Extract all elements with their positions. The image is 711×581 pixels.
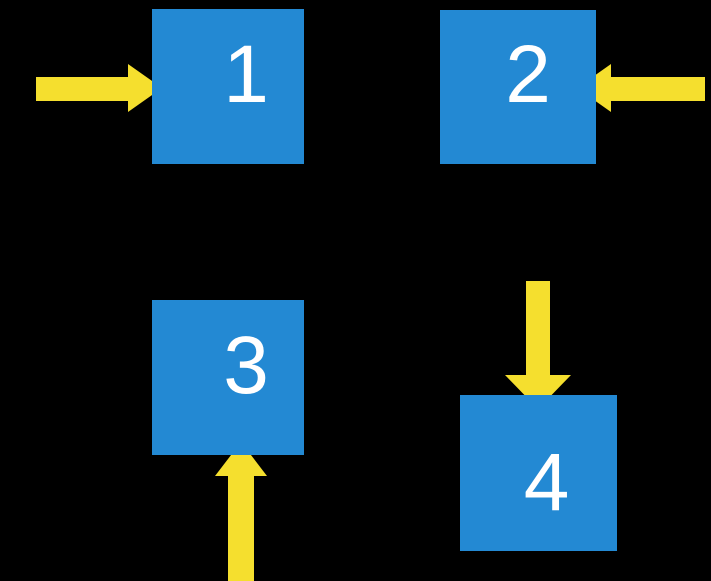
node-1-label: 1	[223, 28, 269, 120]
node-4-label: 4	[523, 437, 570, 528]
diagram-node-2[interactable]: 2	[440, 10, 596, 164]
arrow-right-into-node-1-icon	[36, 64, 162, 112]
arrow-down-into-node-4-icon	[505, 281, 571, 409]
arrow-left-into-node-2-icon	[577, 64, 705, 112]
diagram-node-1[interactable]: 1	[152, 9, 304, 164]
diagram-node-4[interactable]: 4	[460, 395, 617, 551]
diagram-node-3[interactable]: 3	[152, 300, 304, 455]
node-3-label: 3	[223, 319, 269, 411]
arrow-up-into-node-3-icon	[215, 442, 267, 581]
node-2-label: 2	[505, 29, 551, 120]
